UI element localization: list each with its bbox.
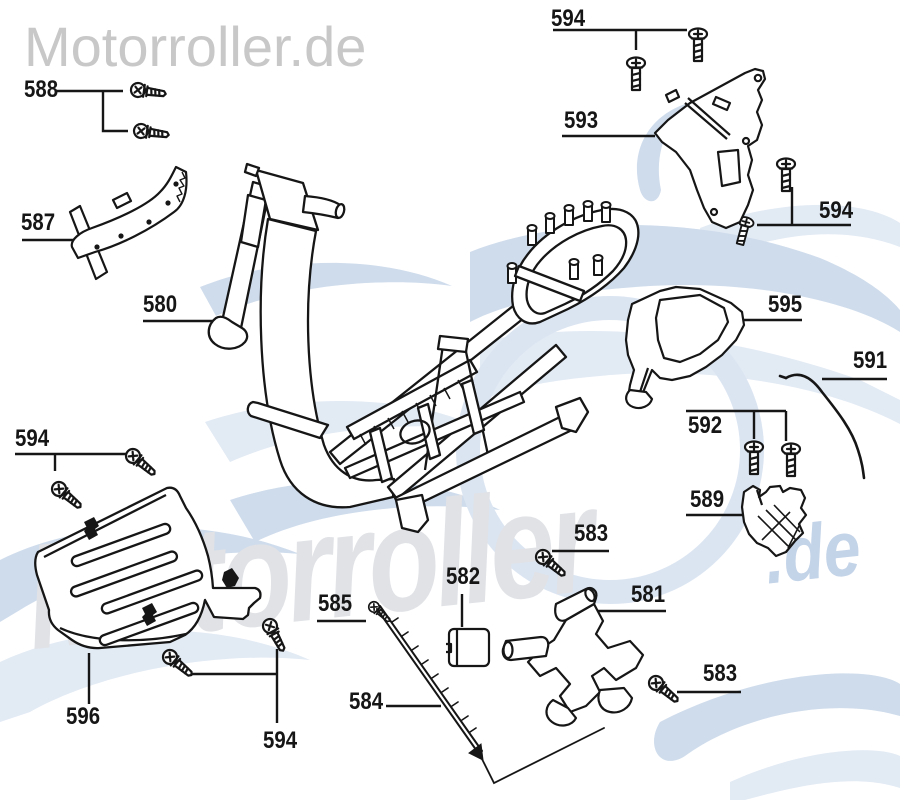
bolt-588-b — [131, 121, 171, 143]
part-callout-585: 585 — [318, 590, 353, 617]
part-callout-594-right: 594 — [819, 197, 854, 224]
part-callout-596: 596 — [66, 703, 101, 730]
part-callout-583-upper: 583 — [574, 520, 609, 547]
part-callout-594-bottom: 594 — [263, 727, 298, 754]
part-582-sleeve — [446, 627, 491, 668]
leader-lines — [15, 28, 887, 723]
swoosh-band-bottomleft-2 — [0, 630, 310, 722]
main-frame-drawing — [246, 199, 640, 534]
site-logo: Motorroller.de — [24, 15, 367, 78]
part-595-duct — [624, 285, 746, 410]
screw-592-b — [780, 442, 802, 478]
bolt-594-right-a — [775, 157, 797, 193]
bolt-594-bottom-b — [259, 615, 291, 656]
part-587-bracket — [68, 165, 188, 281]
bolt-594-top-b — [625, 56, 647, 92]
part-callout-582: 582 — [446, 563, 481, 590]
bolt-594-left-b — [48, 478, 87, 514]
bolt-588-a — [128, 80, 168, 102]
part-callout-593: 593 — [564, 107, 599, 134]
swoosh-wing-low — [480, 330, 900, 424]
part-callout-594-left: 594 — [15, 425, 50, 452]
screw-592-a — [743, 440, 765, 476]
part-580-downtube — [207, 162, 346, 350]
swoosh-band-bottomright-2 — [730, 750, 900, 800]
part-callout-589: 589 — [690, 486, 725, 513]
part-596-floor-panel — [34, 486, 262, 650]
part-callout-594-top: 594 — [551, 5, 586, 32]
part-581-support — [501, 587, 645, 727]
part-593-bracket — [653, 67, 767, 230]
part-callout-587: 587 — [21, 209, 56, 236]
part-591-cable — [778, 373, 866, 480]
part-callout-580: 580 — [143, 291, 178, 318]
swoosh-hook — [636, 102, 692, 202]
bolt-594-top-a — [687, 27, 709, 63]
swoosh-band-bottomright-1 — [654, 673, 900, 761]
part-callout-581: 581 — [631, 581, 666, 608]
part-callout-591: 591 — [853, 347, 888, 374]
part-callout-588: 588 — [24, 76, 59, 103]
part-589-bracket — [740, 484, 808, 558]
bolt-583-lower — [645, 672, 684, 708]
part-callout-592: 592 — [688, 412, 723, 439]
part-callout-595: 595 — [768, 291, 803, 318]
part-584-cable — [376, 605, 605, 785]
bolt-594-bottom-a — [159, 646, 198, 682]
bolt-594-left-a — [122, 445, 161, 481]
part-callout-583-lower: 583 — [703, 660, 738, 687]
part-callout-584: 584 — [349, 688, 384, 715]
